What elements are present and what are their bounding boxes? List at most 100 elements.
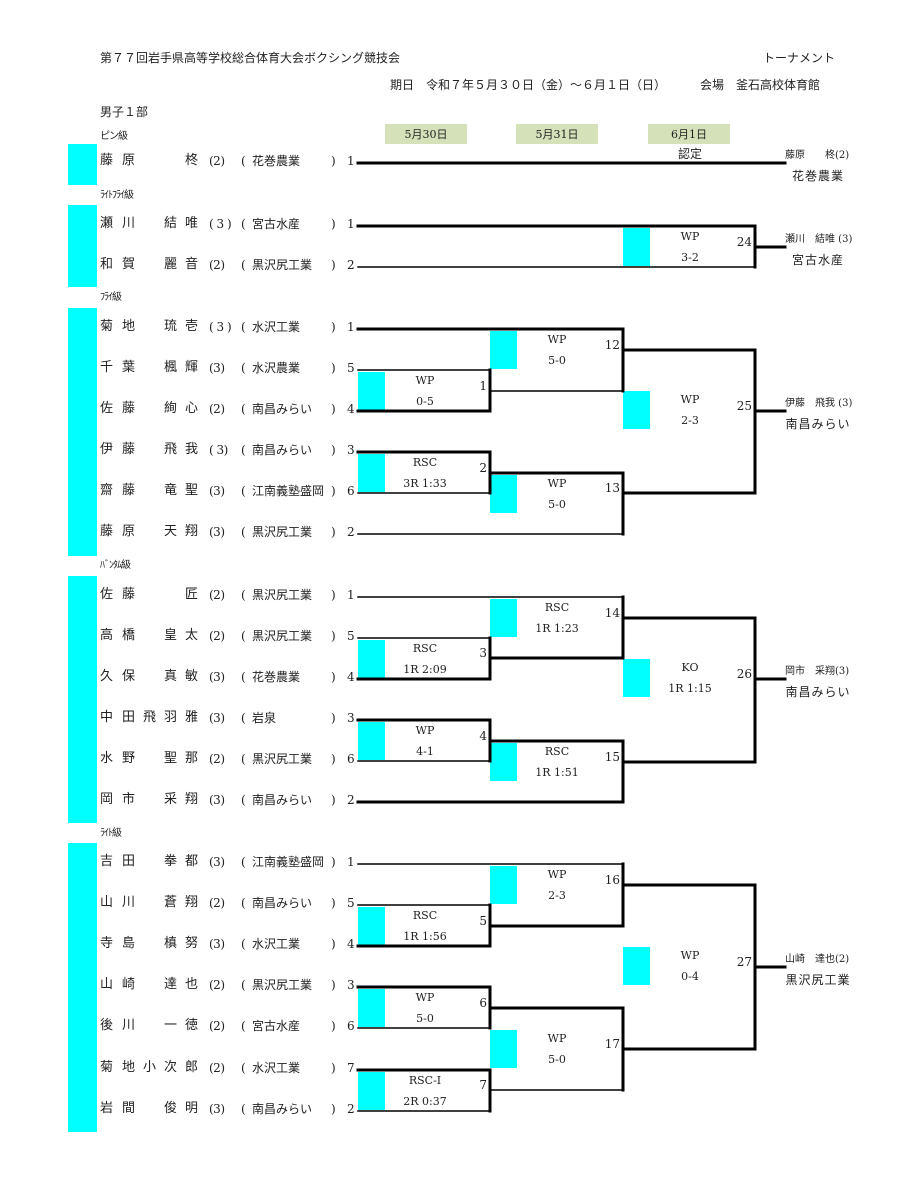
- school-close-paren: ): [331, 937, 336, 951]
- bout-highlight: [358, 640, 385, 678]
- bout-result: RSC: [412, 642, 438, 655]
- boxer-given-name: 槙努: [163, 936, 206, 951]
- bout-number: 26: [736, 667, 752, 681]
- boxer-given-name: 琉壱: [163, 319, 206, 334]
- bout-highlight: [623, 947, 650, 985]
- boxer-grade: (2): [209, 154, 225, 168]
- bout-result: KO: [681, 661, 699, 674]
- boxer-family-name: 久保: [100, 669, 145, 684]
- seed-number: 3: [347, 443, 355, 457]
- boxer-grade: (3): [209, 484, 225, 498]
- boxer-grade: (2): [209, 896, 225, 910]
- school-open-paren: (: [241, 978, 246, 992]
- boxer-grade: (2): [209, 978, 225, 992]
- champion-school: 花巻農業: [791, 169, 844, 183]
- bout-result: WP: [680, 393, 700, 406]
- bout-highlight: [623, 391, 650, 429]
- school-close-paren: ): [331, 1061, 336, 1075]
- champion-name: 岡市 采翔(3): [785, 666, 850, 677]
- champion-name: 山崎 達也(2): [785, 954, 850, 965]
- bout-highlight: [358, 989, 385, 1027]
- bout-result: WP: [415, 374, 435, 387]
- bout-detail: 3-2: [681, 251, 699, 264]
- class-highlight-bar: [68, 576, 97, 823]
- day-header-1: 5月30日: [385, 124, 467, 144]
- bout-number: 1: [479, 379, 487, 393]
- boxer-family-name: 伊藤: [100, 442, 145, 457]
- boxer-given-name: 天翔: [163, 524, 206, 539]
- champion-school: 宮古水産: [791, 253, 844, 267]
- bout-result: WP: [547, 868, 567, 881]
- bout-detail: 5-0: [548, 354, 566, 367]
- boxer-family-name: 瀬川: [100, 216, 145, 231]
- bout-number: 17: [604, 1037, 620, 1051]
- school-open-paren: (: [241, 855, 246, 869]
- boxer-given-name: 小次郎: [142, 1060, 206, 1075]
- boxer-grade: (2): [209, 1019, 225, 1033]
- boxer-family-name: 藤原: [100, 524, 145, 539]
- bout-number: 5: [479, 914, 487, 928]
- boxer-family-name: 中田: [100, 710, 145, 725]
- bout-detail: 5-0: [548, 1053, 566, 1066]
- bout-number: 3: [479, 646, 487, 660]
- bout-detail: 5-0: [416, 1012, 434, 1025]
- boxer-school: 江南義塾盛岡: [252, 855, 325, 869]
- seed-number: 2: [347, 525, 355, 539]
- bout-result: RSC: [544, 745, 570, 758]
- bout-number: 14: [604, 606, 620, 620]
- champion-school: 南昌みらい: [785, 417, 851, 431]
- seed-number: 3: [347, 711, 355, 725]
- seed-number: 6: [347, 484, 355, 498]
- school-close-paren: ): [331, 896, 336, 910]
- boxer-given-name: 飛我: [163, 442, 206, 457]
- boxer-grade: (3): [209, 711, 225, 725]
- bout-result: WP: [680, 230, 700, 243]
- boxer-family-name: 山崎: [100, 977, 145, 992]
- bout-number: 15: [604, 750, 620, 764]
- school-close-paren: ): [331, 154, 336, 168]
- bout-detail: 0-4: [681, 970, 699, 983]
- boxer-family-name: 藤原: [100, 153, 145, 168]
- bout-result: WP: [547, 333, 567, 346]
- boxer-family-name: 岩間: [100, 1101, 145, 1116]
- bout-detail: 1R 1:15: [668, 682, 712, 695]
- boxer-school: 岩泉: [252, 711, 277, 725]
- school-open-paren: (: [241, 1019, 246, 1033]
- bout-detail: 3R 1:33: [403, 477, 447, 490]
- bout-number: 2: [479, 461, 487, 475]
- seed-number: 4: [347, 937, 355, 951]
- boxer-grade: (3): [209, 1102, 225, 1116]
- bout-highlight: [490, 1030, 517, 1068]
- boxer-family-name: 千葉: [100, 360, 145, 375]
- date-line: 期日 令和７年５月３０日（金）～６月１日（日）: [390, 78, 667, 92]
- boxer-grade: (3): [209, 670, 225, 684]
- school-close-paren: ): [331, 320, 336, 334]
- bout-highlight: [623, 228, 650, 266]
- bout-detail: 1R 1:23: [535, 622, 579, 635]
- bout-detail: 2-3: [548, 889, 566, 902]
- walkover-note: 認定: [678, 147, 703, 161]
- school-close-paren: ): [331, 855, 336, 869]
- bout-result: RSC: [412, 456, 438, 469]
- document-type: トーナメント: [763, 51, 836, 65]
- boxer-given-name: 竜聖: [163, 483, 206, 498]
- bout-number: 12: [604, 338, 620, 352]
- boxer-given-name: 匠: [184, 587, 206, 602]
- school-open-paren: (: [241, 588, 246, 602]
- champion-name: 瀬川 結唯 (3): [785, 234, 853, 245]
- boxer-given-name: 采翔: [163, 792, 206, 807]
- boxer-school: 南昌みらい: [252, 402, 313, 416]
- school-open-paren: (: [241, 361, 246, 375]
- boxer-given-name: 真敏: [163, 669, 206, 684]
- weight-class-label: ﾊﾞﾝﾀﾑ級: [100, 560, 131, 571]
- school-open-paren: (: [241, 154, 246, 168]
- seed-number: 1: [347, 320, 355, 334]
- bout-detail: 5-0: [548, 498, 566, 511]
- school-open-paren: (: [241, 752, 246, 766]
- bout-number: 27: [736, 955, 752, 969]
- seed-number: 6: [347, 752, 355, 766]
- boxer-given-name: 絢心: [163, 401, 206, 416]
- class-highlight-bar: [68, 308, 97, 556]
- boxer-given-name: 飛羽雅: [142, 710, 206, 725]
- champion-name: 伊藤 飛我 (3): [785, 398, 853, 409]
